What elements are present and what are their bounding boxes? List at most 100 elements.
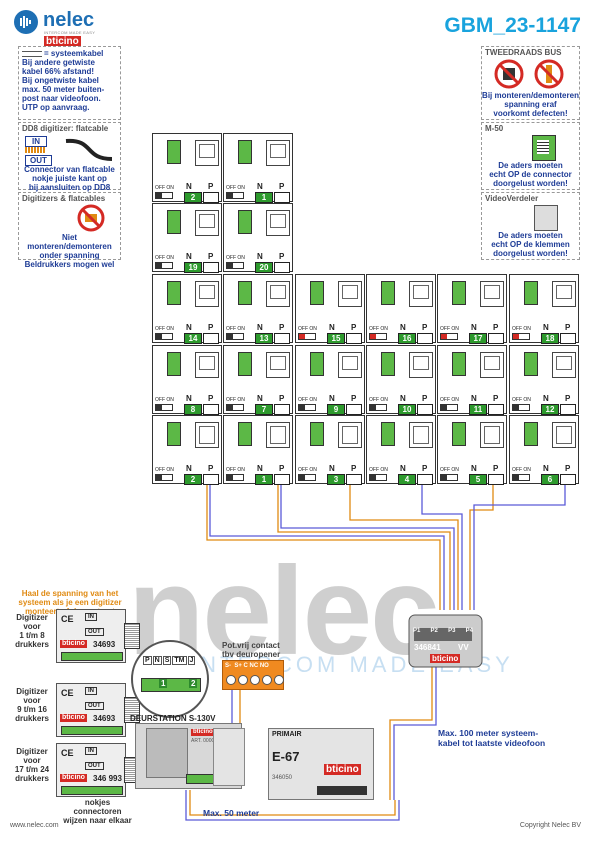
distributor-vv: VV <box>458 643 469 652</box>
max100-note: kabel tot laatste videofoon <box>438 738 546 748</box>
digitizer-label-line: drukkers <box>15 640 49 649</box>
document-code: GBM_23-1147 <box>444 14 581 37</box>
digitizer-code: 34693 <box>93 714 116 723</box>
digitizer-label-line: 9 t/m 16 <box>17 705 47 714</box>
door-station-code: ART. 00000 <box>191 738 218 744</box>
digitizer-label-line: Digitizer <box>16 747 48 756</box>
out-label: OUT <box>25 155 52 166</box>
nelec-tagline: INTERCOM MADE EASY <box>44 30 96 35</box>
relay-terminals: S- S+ C NC NO <box>225 663 269 669</box>
power-supply-brand: bticino <box>324 764 361 775</box>
dd8-title: DD8 digitizer: flatcable <box>22 124 109 133</box>
digitizer-out-label: OUT <box>85 762 104 770</box>
digitizer-out-label: OUT <box>85 702 104 710</box>
left-warning-note: systeem als je een digitizer <box>18 598 122 607</box>
power-supply-code: 346050 <box>272 775 293 781</box>
port-label: P1 <box>413 628 421 634</box>
bus-note: Bij monteren/demonteren <box>482 91 579 100</box>
digitizer-label-line: Digitizer <box>16 613 48 622</box>
door-station-module <box>146 728 188 778</box>
legend-line: Bij andere getwiste <box>22 58 95 67</box>
power-supply-primair: PRIMAIR <box>272 731 302 738</box>
flatcable-icon <box>124 697 140 723</box>
digitizer-brand: bticino <box>60 774 87 782</box>
keypad-label: TM <box>172 656 187 665</box>
videoverdeler-note: doorgelust worden! <box>493 249 568 258</box>
flatcable-curve-icon <box>65 138 113 161</box>
digitizer-brand: bticino <box>60 640 87 648</box>
digitizer-brand: bticino <box>60 714 87 722</box>
port-label: P2 <box>430 628 438 634</box>
no-power-icon <box>494 59 524 89</box>
bus-note: voorkomt defecten! <box>493 109 568 118</box>
digitizer-warning-note: Beldrukkers mogen wel <box>24 260 115 269</box>
m50-terminal-icon <box>537 140 549 154</box>
legend-line: UTP op aanvraag. <box>22 103 90 112</box>
distributor-ports: P1 P2 P3 P4 <box>413 628 473 634</box>
cable-icon <box>22 50 42 57</box>
bticino-logo: bticino <box>44 36 81 47</box>
dd8-box: DD8 digitizer: flatcable IN OUT Connecto… <box>18 122 121 192</box>
max100-note: Max. 100 meter systeem- <box>438 728 539 738</box>
legend-line: max. 50 meter buiten- <box>22 85 105 94</box>
digitizer-label-line: Digitizer <box>16 687 48 696</box>
bus-note: spanning eraf <box>504 100 557 109</box>
nelec-logo-text: nelec <box>43 9 95 31</box>
m50-box: M-50 De aders moeten echt OP de connecto… <box>481 122 580 190</box>
keypad-number: 2 <box>189 679 198 688</box>
keypad-terminal <box>141 678 201 692</box>
door-station-side-panel <box>213 728 245 786</box>
digitizer-code: 34693 <box>93 640 116 649</box>
videoverdeler-terminal-icon <box>534 205 558 231</box>
digitizer-terminal <box>61 786 123 795</box>
flatcable-icon <box>124 623 140 649</box>
digitizer-terminal <box>61 726 123 735</box>
port-label: P3 <box>448 628 456 634</box>
nokjes-note: nokjes connectoren <box>73 798 122 816</box>
port-label: P4 <box>465 628 473 634</box>
m50-note: echt OP de connector <box>489 170 572 179</box>
door-station-brand: bticino <box>191 729 215 736</box>
m50-note: doorgelust worden! <box>493 179 568 188</box>
ce-mark: CE <box>61 748 74 758</box>
legend-line: Bij ongetwiste kabel <box>22 76 99 85</box>
videoverdeler-title: VideoVerdeler <box>485 194 539 203</box>
relay-module: S- S+ C NC NO <box>222 660 284 690</box>
m50-note: De aders moeten <box>498 161 563 170</box>
digitizer-warning-box: Digitizers & flatcables Niet monteren/de… <box>18 192 121 269</box>
dd8-note: bij aansluiten op DD8 <box>28 183 111 192</box>
left-warning-note: Haal de spanning van het <box>21 589 119 598</box>
digitizer-out-label: OUT <box>85 628 104 636</box>
legend-line: post naar videofoon. <box>22 94 101 103</box>
digitizer-code: 346 993 <box>93 774 122 783</box>
relay-title: Pot.vrij contact <box>222 641 280 650</box>
keypad-number: 1 <box>159 679 168 688</box>
power-supply-terminals <box>317 786 367 795</box>
door-station-label: DEURSTATION S-130V <box>130 714 216 723</box>
nokjes-note: wijzen naar elkaar <box>63 816 132 825</box>
flatcable-icon <box>25 147 45 153</box>
footer-copyright: Copyright Nelec BV <box>519 822 581 829</box>
no-unplug-icon <box>77 204 105 232</box>
no-tool-icon <box>534 59 564 89</box>
digitizer-label-line: voor <box>23 696 41 705</box>
digitizer-in-label: IN <box>85 687 97 695</box>
relay-title: tbv deuropener <box>222 650 281 659</box>
bus-box: TWEEDRAADS BUS Bij monteren/demonteren s… <box>481 46 580 120</box>
power-supply: PRIMAIR E-67 346050 bticino <box>268 728 374 800</box>
legend-line: kabel 66% afstand! <box>22 67 95 76</box>
distributor-brand: bticino <box>430 654 461 663</box>
distributor-code: 346841 <box>414 643 441 652</box>
digitizer-warning-note: Niet monteren/demonteren <box>27 233 112 251</box>
keypad-label: P <box>143 656 152 665</box>
dd8-note: Connector van flatcable <box>24 165 115 174</box>
keypad-magnifier: P N S TM J 1 2 <box>131 640 209 718</box>
keypad-label: S <box>162 656 172 665</box>
legend-box: = systeemkabel Bij andere getwiste kabel… <box>18 46 121 120</box>
footer-website: www.nelec.com <box>10 822 59 829</box>
digitizer-warning-title: Digitizers & flatcables <box>22 194 106 203</box>
